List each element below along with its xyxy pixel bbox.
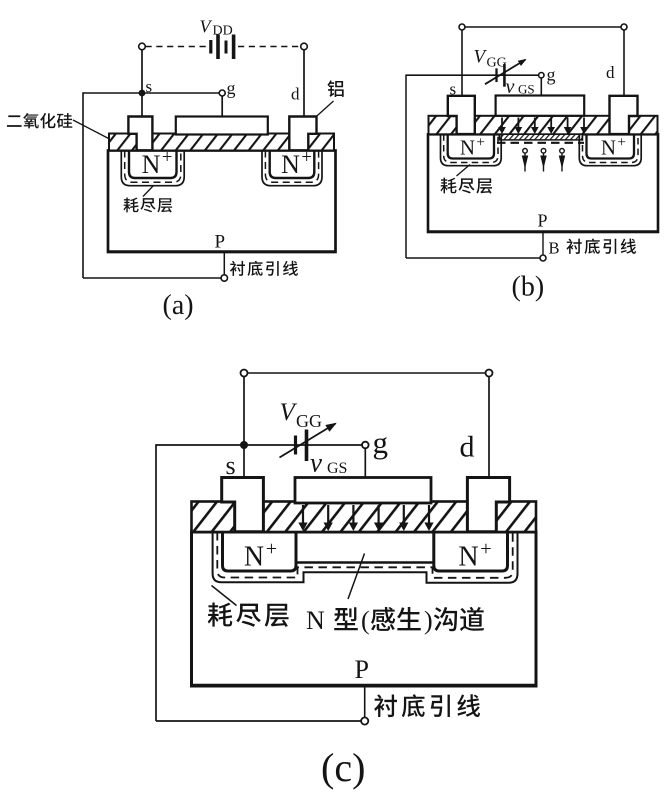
svg-text:s: s	[450, 80, 457, 99]
svg-text:v: v	[506, 76, 515, 98]
svg-text:GS: GS	[327, 460, 347, 477]
svg-text:+: +	[480, 538, 491, 560]
svg-text:DD: DD	[213, 24, 233, 39]
svg-text:N: N	[601, 136, 616, 160]
svg-text:d: d	[291, 85, 300, 104]
svg-text:g: g	[227, 78, 236, 98]
svg-text:V: V	[280, 399, 298, 426]
svg-text:N: N	[458, 542, 478, 573]
svg-text:GG: GG	[487, 56, 507, 71]
svg-text:P: P	[355, 655, 369, 684]
svg-text:GS: GS	[518, 82, 535, 97]
svg-text:(b): (b)	[512, 272, 545, 303]
svg-text:(a): (a)	[163, 290, 194, 321]
svg-text:GG: GG	[296, 411, 322, 431]
svg-text:d: d	[460, 431, 475, 464]
svg-text:(c): (c)	[321, 745, 365, 790]
svg-text:N: N	[281, 150, 300, 179]
svg-text:V: V	[200, 17, 213, 37]
svg-text:N: N	[460, 136, 475, 160]
svg-text:g: g	[547, 65, 556, 85]
svg-text:+: +	[162, 147, 173, 168]
svg-text:B: B	[549, 239, 560, 258]
svg-text:V: V	[474, 47, 488, 68]
svg-text:+: +	[476, 135, 485, 151]
svg-text:d: d	[606, 63, 615, 82]
svg-text:s: s	[146, 77, 153, 96]
svg-text:N: N	[142, 150, 161, 179]
svg-text:P: P	[215, 232, 226, 253]
svg-text:s: s	[226, 451, 236, 480]
svg-text:N: N	[306, 606, 325, 635]
svg-text:P: P	[538, 211, 548, 231]
svg-text:+: +	[266, 538, 277, 560]
svg-text:+: +	[301, 147, 312, 168]
svg-text:): )	[424, 606, 433, 635]
svg-text:N: N	[244, 542, 264, 573]
svg-text:g: g	[373, 425, 389, 460]
svg-text:(: (	[361, 606, 370, 635]
svg-text:+: +	[617, 135, 626, 151]
svg-text:v: v	[310, 448, 322, 478]
